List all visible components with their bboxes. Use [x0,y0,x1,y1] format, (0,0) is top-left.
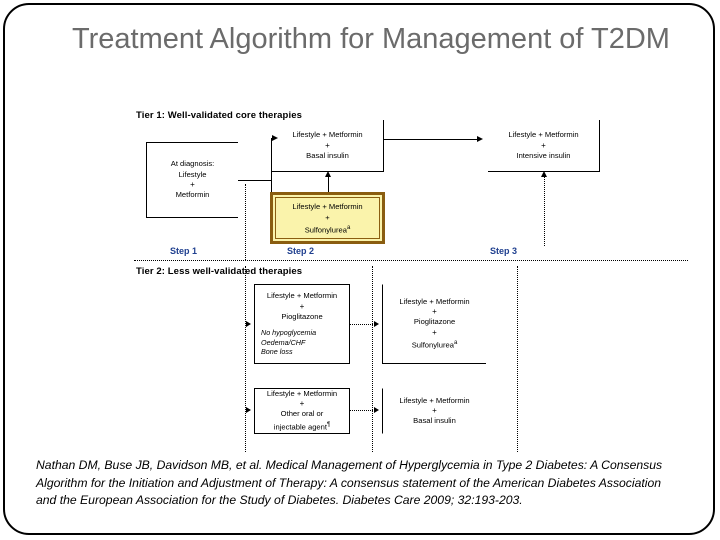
connector-diagnosis-to-step2 [238,180,272,181]
other-agent-superscript: ¶ [326,421,331,428]
arrowhead-to-other-agent [246,407,251,413]
pio-su-line3: Sulfonylureaa [411,339,458,350]
connector-dotted-to-intensive [544,176,545,246]
pio-su-line1: Lifestyle + Metformin [399,296,470,306]
tier-divider [134,260,688,261]
sulfonylurea-superscript: a [346,224,351,231]
node-pioglitazone-sulfonylurea: Lifestyle + Metformin + Pioglitazone + S… [382,284,486,364]
pioglitazone-line1: Lifestyle + Metformin [266,291,338,300]
arrowhead-to-basal-tier2 [374,407,379,413]
node-other-agent: Lifestyle + Metformin + Other oral or in… [254,388,350,434]
column-separator-1 [245,184,246,260]
connector-other-to-basal [349,410,373,411]
node-sulfonylurea-inner: Lifestyle + Metformin + Sulfonylureaa [275,197,380,239]
basal-insulin-line1: Lifestyle + Metformin [292,130,363,139]
arrowhead-up-basal-insulin [324,171,331,177]
treatment-algorithm-diagram: Tier 1: Well-validated core therapies At… [132,108,692,453]
connector-riser-step2 [271,138,272,238]
node-intensive-insulin: Lifestyle + Metformin + Intensive insuli… [488,120,600,172]
at-diagnosis-line2: Lifestyle [178,169,207,179]
arrowhead-to-pio-su [374,321,379,327]
basal-tier2-plus: + [432,406,437,415]
pioglitazone-note2: Oedema/CHF [261,337,306,347]
pio-su-line2: Pioglitazone [413,317,456,327]
node-basal-insulin-tier2: Lifestyle + Metformin + Basal insulin [382,388,486,434]
pioglitazone-plus: + [299,301,305,311]
column-separator-3 [517,266,518,452]
node-sulfonylurea-highlighted[interactable]: Lifestyle + Metformin + Sulfonylureaa [270,192,385,244]
step-label-1: Step 1 [170,246,198,256]
node-at-diagnosis: At diagnosis: Lifestyle + Metformin [146,142,238,218]
citation-text: Nathan DM, Buse JB, Davidson MB, et al. … [36,458,663,507]
node-pioglitazone: Lifestyle + Metformin + Pioglitazone No … [254,284,350,364]
connector-basal-to-intensive [384,139,480,140]
at-diagnosis-line3: Metformin [175,190,210,200]
intensive-insulin-line2: Intensive insulin [516,150,571,160]
pioglitazone-line2: Pioglitazone [281,311,323,321]
arrowhead-to-pioglitazone [246,321,251,327]
other-agent-line2: Other oral or [280,409,324,419]
connector-sulfonylurea-to-basal [328,176,329,194]
at-diagnosis-line1: At diagnosis: [170,159,215,169]
at-diagnosis-plus: + [190,180,195,190]
basal-tier2-line1: Lifestyle + Metformin [399,395,470,405]
arrowhead-to-intensive-insulin [477,135,483,142]
pio-su-plus2: + [432,327,437,337]
intensive-insulin-plus: + [541,140,546,150]
pio-su-plus1: + [432,307,437,317]
other-agent-line1: Lifestyle + Metformin [266,388,338,398]
node-basal-insulin: Lifestyle + Metformin + Basal insulin [272,120,384,172]
basal-tier2-line2: Basal insulin [413,416,456,425]
basal-insulin-line2: Basal insulin [306,150,349,160]
tier1-label: Tier 1: Well-validated core therapies [136,110,302,121]
pioglitazone-note3: Bone loss [261,347,293,356]
other-agent-line3: injectable agent¶ [273,421,331,432]
basal-insulin-plus: + [325,140,330,150]
intensive-insulin-line1: Lifestyle + Metformin [508,130,579,139]
step-label-3: Step 3 [490,246,518,256]
tier2-label: Tier 2: Less well-validated therapies [136,266,303,277]
other-agent-plus: + [299,399,305,409]
sulfonylurea-plus: + [325,212,330,222]
arrowhead-to-basal-insulin [272,135,278,141]
connector-pio-to-piosu [349,324,373,325]
column-separator-2 [372,266,373,452]
page-title: Treatment Algorithm for Management of T2… [72,23,670,55]
pioglitazone-note1: No hypoglycemia [261,328,317,337]
sulfonylurea-line1: Lifestyle + Metformin [292,201,363,211]
column-separator-1b [245,266,246,452]
pio-su-superscript: a [453,339,458,346]
arrowhead-up-intensive-insulin [540,171,547,177]
step-label-2: Step 2 [287,246,315,256]
sulfonylurea-line2: Sulfonylureaa [304,224,351,235]
